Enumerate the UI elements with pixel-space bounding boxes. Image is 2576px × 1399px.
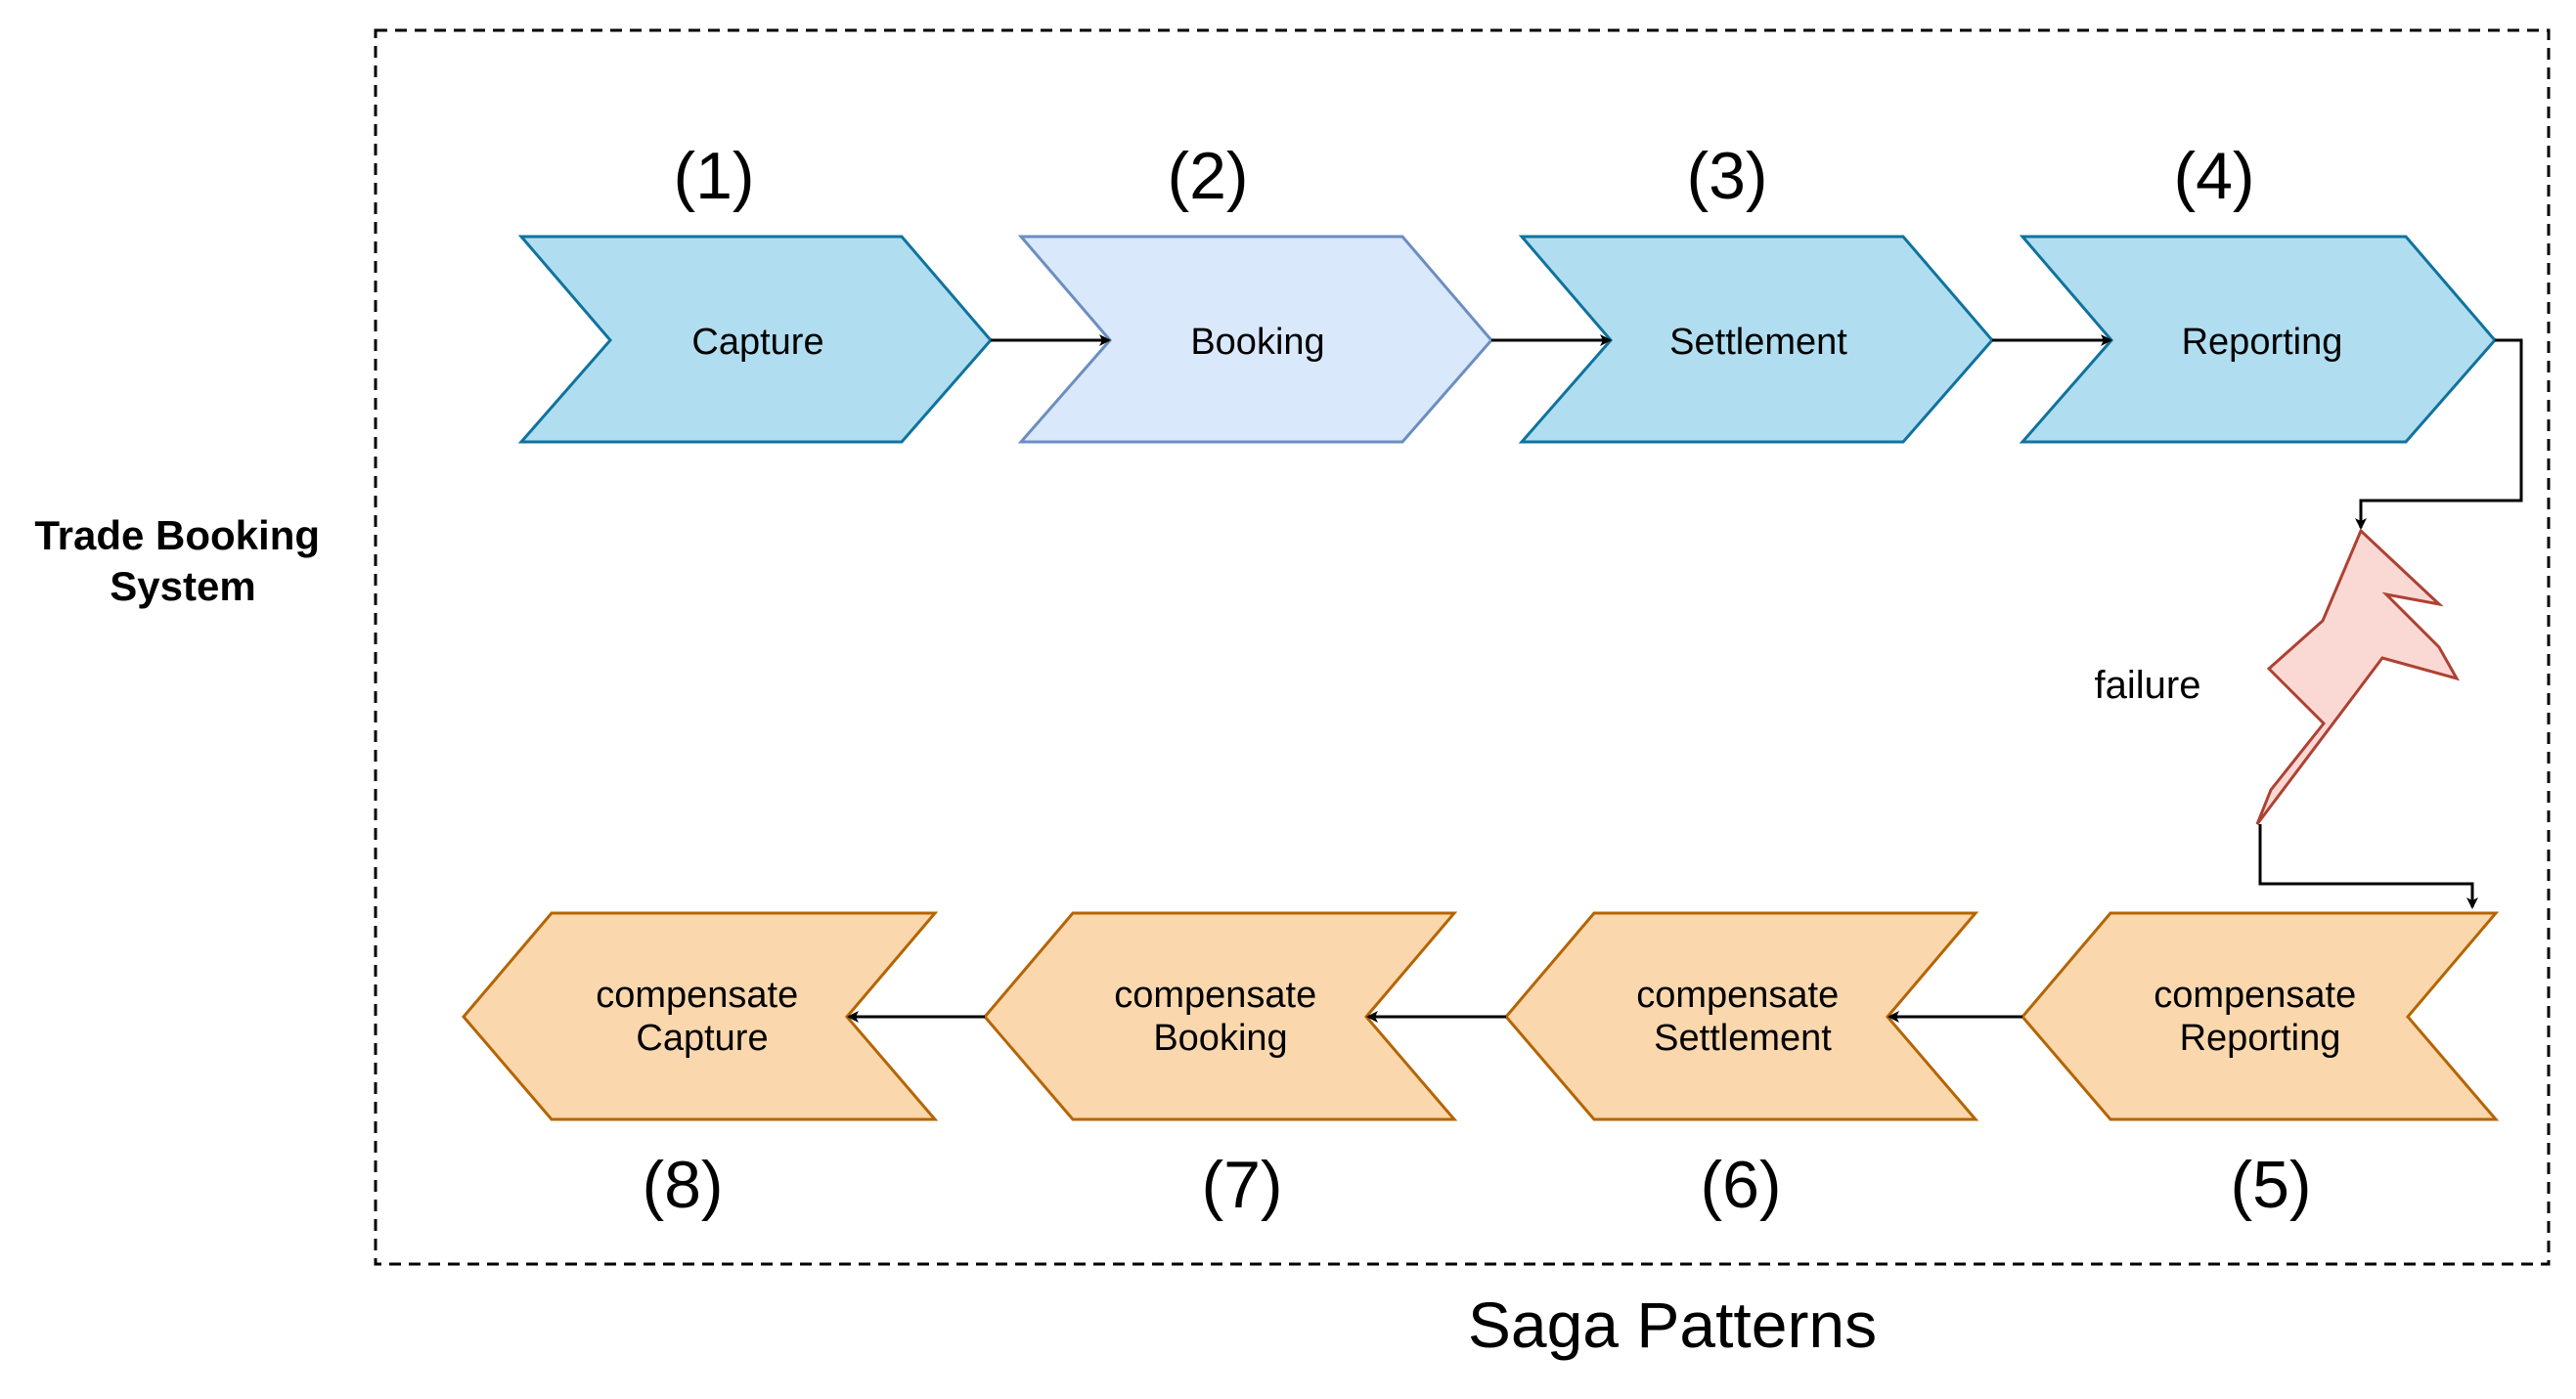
step-number-3: (3)	[1686, 139, 1767, 213]
compensate-capture[interactable]: compensate Capture	[462, 911, 939, 1121]
compensate-settlement-line2: Settlement	[1654, 1018, 1832, 1059]
step-capture-label: Capture	[691, 322, 823, 363]
failure-bolt-icon	[2255, 528, 2461, 825]
compensate-booking-label: compensate Booking	[1114, 975, 1327, 1059]
step-number-1: (1)	[673, 139, 754, 213]
step-number-7: (7)	[1201, 1148, 1282, 1222]
system-label: Trade Booking System	[34, 512, 331, 609]
compensate-capture-label: compensate Capture	[596, 975, 809, 1059]
diagram-caption: Saga Patterns	[1468, 1289, 1877, 1361]
step-settlement-label: Settlement	[1669, 322, 1847, 363]
arrow-reporting-to-failure	[2355, 338, 2523, 530]
step-number-5: (5)	[2230, 1148, 2311, 1222]
step-reporting-label: Reporting	[2182, 322, 2343, 363]
compensate-capture-line1: compensate	[596, 975, 798, 1016]
compensate-booking-line2: Booking	[1153, 1018, 1287, 1059]
step-number-2: (2)	[1167, 139, 1248, 213]
step-number-4: (4)	[2173, 139, 2254, 213]
step-number-8: (8)	[642, 1148, 723, 1222]
compensate-settlement-line1: compensate	[1636, 975, 1839, 1016]
failure-label: failure	[2095, 664, 2201, 707]
step-reporting[interactable]: Reporting	[2019, 235, 2497, 444]
compensate-reporting-line2: Reporting	[2180, 1018, 2341, 1059]
compensate-reporting-label: compensate Reporting	[2154, 975, 2367, 1059]
system-boundary	[374, 28, 2551, 1266]
step-capture[interactable]: Capture	[517, 235, 993, 444]
compensate-booking-line1: compensate	[1114, 975, 1316, 1016]
compensate-reporting[interactable]: compensate Reporting	[2021, 911, 2500, 1121]
step-number-6: (6)	[1700, 1148, 1781, 1222]
system-label-line2: System	[110, 563, 255, 609]
system-label-line1: Trade Booking	[34, 512, 320, 558]
arrow-failure-to-compensate	[2258, 824, 2478, 909]
compensate-settlement-label: compensate Settlement	[1636, 975, 1849, 1059]
compensate-reporting-line1: compensate	[2154, 975, 2356, 1016]
compensate-capture-line2: Capture	[636, 1018, 768, 1059]
step-booking-label: Booking	[1190, 322, 1324, 363]
